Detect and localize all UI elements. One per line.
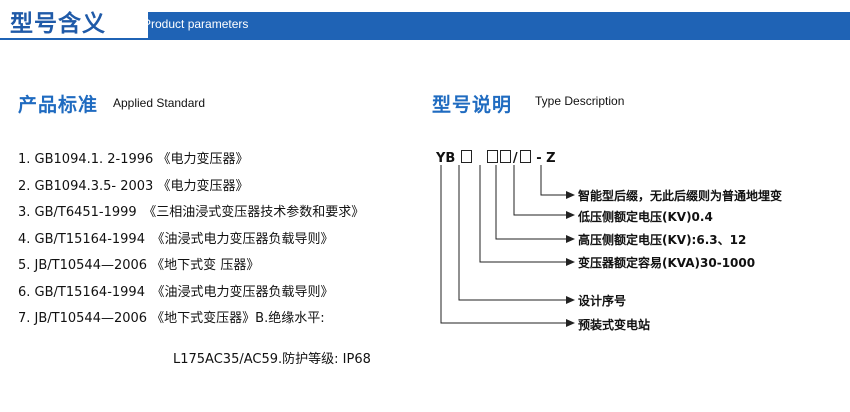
code-suffix: - Z: [536, 151, 556, 166]
standard-item-continuation: L175AC35/AC59.防护等级: IP68: [173, 352, 371, 367]
standards-subtitle: Applied Standard: [113, 96, 206, 110]
standards-list: 1. GB1094.1. 2-1996 《电力变压器》 2. GB1094.3.…: [18, 151, 364, 337]
type-description-title: 型号说明: [432, 94, 513, 116]
leader-line-intelligent: [540, 165, 568, 196]
banner-blue-bar: [128, 12, 850, 38]
banner-title-area: [0, 0, 148, 38]
header-banner: 型号含义 Product parameters: [0, 0, 850, 40]
code-box-hv: [499, 150, 511, 163]
desc-rated-capacity: 变压器额定容易(KVA)30-1000: [578, 256, 756, 270]
arrow-head: [566, 191, 575, 199]
leader-line-lv: [513, 165, 568, 216]
arrow-head: [566, 211, 575, 219]
desc-hv-rated-voltage: 高压侧额定电压(KV):6.3、12: [578, 233, 747, 247]
model-code: YB / - Z: [436, 150, 556, 166]
code-prefix: YB: [436, 151, 456, 166]
desc-prefabricated-substation: 预装式变电站: [578, 318, 651, 332]
standard-item: 5. JB/T10544—2006 《地下式变 压器》: [18, 258, 260, 273]
code-box-capacity: [486, 150, 498, 163]
standard-item: 3. GB/T6451-1999 《三相油浸式变压器技术参数和要求》: [18, 205, 365, 220]
arrow-head: [566, 319, 575, 327]
leader-line-prefix: [440, 165, 568, 324]
code-slash: /: [512, 151, 518, 166]
page-subtitle: Product parameters: [143, 17, 249, 31]
desc-design-number: 设计序号: [578, 294, 627, 308]
banner-underline: [0, 38, 850, 40]
desc-lv-rated-voltage: 低压侧额定电压(KV)0.4: [578, 210, 713, 224]
arrow-head: [566, 235, 575, 243]
standards-title: 产品标准: [18, 94, 99, 116]
type-description-subtitle: Type Description: [535, 94, 625, 108]
arrow-head: [566, 258, 575, 266]
leader-line-design: [458, 165, 568, 301]
standard-item: 6. GB/T15164-1994 《油浸式电力变压器负载导则》: [18, 284, 334, 300]
code-box-lv: [519, 150, 531, 163]
leader-line-capacity: [479, 165, 568, 263]
leader-line-hv: [495, 165, 568, 240]
page-title: 型号含义: [10, 11, 106, 37]
arrow-head: [566, 296, 575, 304]
code-box-design-number: [460, 150, 472, 163]
standard-item: 4. GB/T15164-1994 《油浸式电力变压器负载导则》: [18, 231, 334, 247]
standard-item: 1. GB1094.1. 2-1996 《电力变压器》: [18, 152, 249, 167]
desc-intelligent-suffix: 智能型后缀，无此后缀则为普通地埋变: [578, 189, 783, 203]
standard-item: 7. JB/T10544—2006 《地下式变压器》B.绝缘水平:: [18, 311, 325, 326]
standard-item: 2. GB1094.3.5- 2003 《电力变压器》: [18, 178, 249, 194]
